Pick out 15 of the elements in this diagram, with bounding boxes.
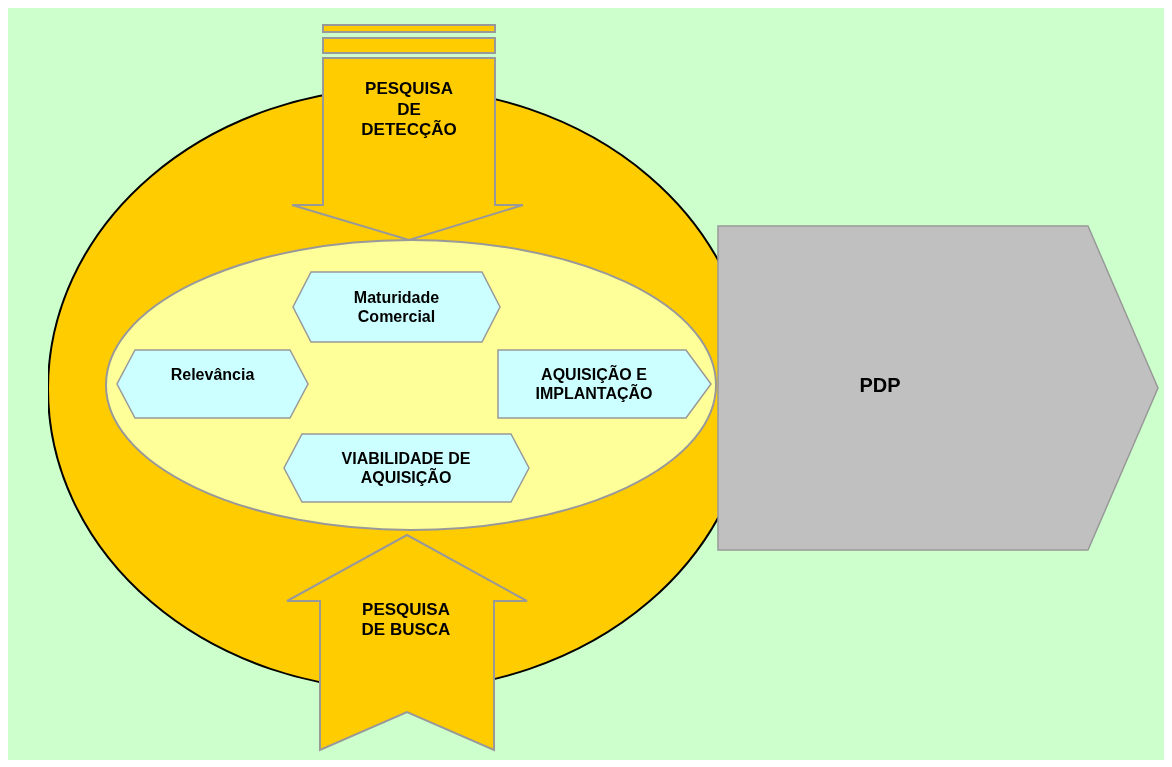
node-label: Maturidade Comercial [352,287,441,327]
hexagon-box [117,350,308,418]
block-arrow [292,25,523,240]
ellipse-shape [106,240,716,530]
node-label: PDP [858,373,902,398]
hexagon-box [284,434,529,502]
node-label: PESQUISA DE DETECÇÃO [360,78,458,142]
chevron-shape [718,226,1158,550]
node-label: PESQUISA DE BUSCA [360,598,452,641]
chevron-box [498,350,711,418]
node-label: VIABILIDADE DE AQUISIÇÃO [340,448,472,488]
hexagon-box [293,272,500,342]
node-label: AQUISIÇÃO E IMPLANTAÇÃO [534,364,654,404]
node-label: Relevância [169,365,256,386]
block-arrow [287,535,527,750]
